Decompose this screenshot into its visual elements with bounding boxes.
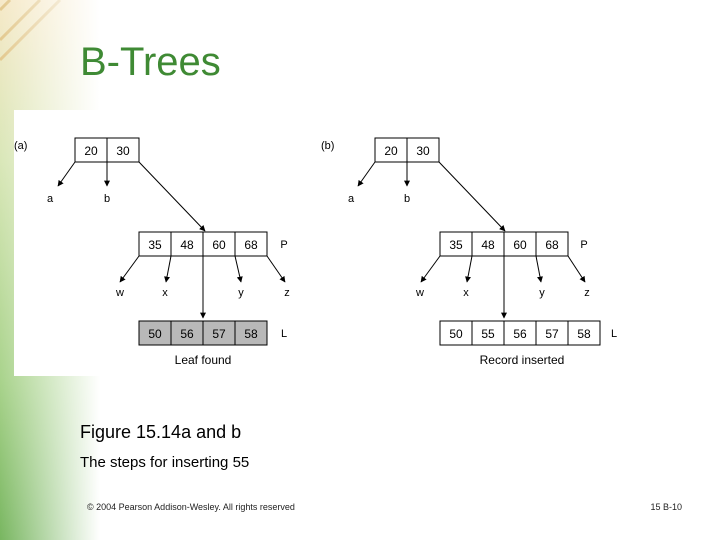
parent-key: 60 (212, 238, 226, 252)
figure-caption-text: The steps for inserting 55 (80, 454, 250, 471)
edge-parent-y (234, 255, 243, 283)
leaf-node: 50 55 56 57 58 (439, 320, 601, 346)
leaf-key: 56 (180, 327, 194, 341)
subtree-label: z (584, 287, 590, 299)
parent-node-label: P (280, 239, 287, 251)
leaf-key: 57 (212, 327, 226, 341)
subtree-label: x (162, 287, 168, 299)
leaf-key: 56 (513, 327, 527, 341)
panel-b-caption: Record inserted (480, 353, 565, 367)
subtree-label: z (284, 287, 290, 299)
parent-node: 35 48 60 68 (138, 231, 268, 257)
leaf-node-label: L (611, 328, 617, 340)
edge-root-parent (138, 161, 206, 232)
subtree-label: y (238, 287, 244, 299)
slide-title: B-Trees (80, 40, 221, 84)
parent-key: 48 (481, 238, 495, 252)
leaf-key: 55 (481, 327, 495, 341)
subtree-label: w (415, 287, 424, 299)
parent-key: 35 (449, 238, 463, 252)
subtree-label: x (463, 287, 469, 299)
edge-root-a (357, 161, 376, 187)
subtree-label: b (104, 193, 110, 205)
panel-a-caption: Leaf found (175, 353, 232, 367)
edge-parent-z (567, 255, 586, 283)
edge-parent-w (420, 255, 441, 283)
edge-parent-x (164, 255, 172, 283)
panel-b: (b) 20 30 a b 35 48 60 (321, 137, 617, 367)
root-key: 20 (84, 144, 98, 158)
subtree-label: a (348, 193, 355, 205)
parent-node: 35 48 60 68 (439, 231, 569, 257)
parent-key: 35 (148, 238, 162, 252)
parent-node-label: P (580, 239, 587, 251)
edge-root-a (57, 161, 76, 187)
leaf-key: 50 (449, 327, 463, 341)
edge-parent-w (119, 255, 140, 283)
edge-parent-x (465, 255, 473, 283)
figure-caption-title: Figure 15.14a and b (80, 422, 242, 442)
panel-b-label: (b) (321, 140, 334, 152)
leaf-node-box (439, 320, 601, 346)
subtree-label: y (539, 287, 545, 299)
subtree-label: b (404, 193, 410, 205)
leaf-node: 50 56 57 58 (138, 320, 268, 346)
slide-number: 15 B-10 (650, 502, 682, 512)
edge-parent-y (535, 255, 543, 283)
parent-key: 60 (513, 238, 527, 252)
leaf-key: 57 (545, 327, 559, 341)
leaf-key: 58 (244, 327, 258, 341)
root-key: 30 (416, 144, 430, 158)
copyright-footer: © 2004 Pearson Addison-Wesley. All right… (87, 502, 295, 512)
leaf-key: 50 (148, 327, 162, 341)
edge-root-parent (438, 161, 506, 232)
subtree-label: w (115, 287, 124, 299)
panel-a-label: (a) (14, 140, 27, 152)
edge-parent-z (266, 255, 286, 283)
root-node: 20 30 (374, 137, 440, 163)
leaf-node-label: L (281, 328, 287, 340)
root-key: 20 (384, 144, 398, 158)
parent-key: 68 (244, 238, 258, 252)
panel-a: (a) 20 30 a b 35 48 60 (14, 137, 290, 367)
subtree-label: a (47, 193, 54, 205)
root-key: 30 (116, 144, 130, 158)
parent-key: 48 (180, 238, 194, 252)
root-node: 20 30 (74, 137, 140, 163)
parent-key: 68 (545, 238, 559, 252)
leaf-key: 58 (577, 327, 591, 341)
